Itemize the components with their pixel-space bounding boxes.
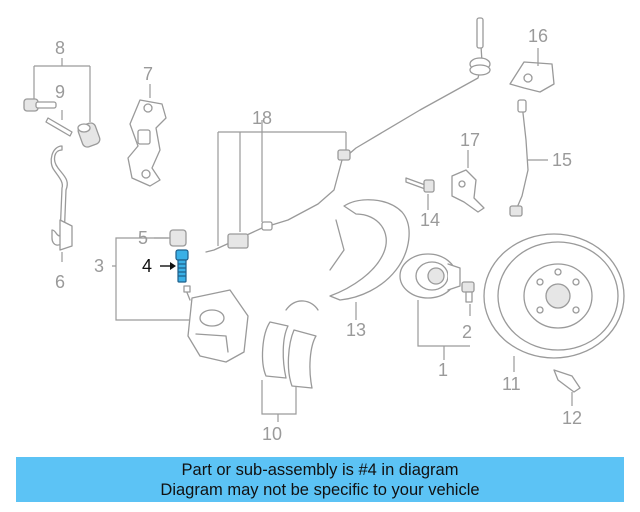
part-13-splash-shield (329, 199, 410, 301)
callout-12: 12 (562, 408, 582, 428)
callout-17: 17 (460, 130, 480, 150)
callout-1: 1 (438, 360, 448, 380)
part-12-screw (553, 369, 581, 393)
leader-4-arrowhead (170, 262, 176, 270)
banner-line-1: Part or sub-assembly is #4 in diagram (181, 461, 459, 479)
callout-16: 16 (528, 26, 548, 46)
part-17-sensor-bracket (451, 169, 485, 213)
callout-9: 9 (55, 82, 65, 102)
part-6-brake-clip (50, 145, 73, 251)
part-16-bracket (509, 61, 555, 93)
leader-3 (112, 237, 190, 321)
callout-11: 11 (502, 374, 521, 394)
part-4-bleeder-screw-highlighted[interactable] (175, 249, 189, 283)
callout-14: 14 (420, 210, 440, 230)
part-1-wheel-hub (399, 253, 461, 299)
callout-10: 10 (262, 424, 282, 444)
callout-13: 13 (346, 320, 366, 340)
banner-line-2: Diagram may not be specific to your vehi… (160, 481, 480, 499)
part-15-abs-sensor (509, 99, 529, 217)
part-5-dust-cap (169, 229, 187, 247)
part-7-caliper-bracket (127, 99, 167, 187)
callout-5: 5 (138, 228, 148, 248)
leader-10 (261, 380, 297, 422)
part-18-wire-harness (205, 17, 491, 253)
callout-8: 8 (55, 38, 65, 58)
callout-18: 18 (252, 108, 272, 128)
callout-7: 7 (143, 64, 153, 84)
callout-2: 2 (462, 322, 472, 342)
callout-4: 4 (142, 256, 152, 276)
part-14-bolt (405, 177, 435, 193)
parts-diagram: 8 9 6 7 18 16 15 (23, 17, 625, 444)
callout-3: 3 (94, 256, 104, 276)
callout-6: 6 (55, 272, 65, 292)
part-2-wheel-stud (461, 281, 475, 303)
part-connector (183, 285, 191, 301)
callout-15: 15 (552, 150, 572, 170)
part-info-banner: Part or sub-assembly is #4 in diagram Di… (16, 457, 624, 502)
part-8-guide-pin-kit (23, 58, 101, 148)
leader-1 (417, 300, 470, 360)
part-11-brake-rotor (483, 233, 625, 359)
part-3-caliper (187, 289, 249, 363)
part-10-brake-pads (261, 300, 319, 389)
